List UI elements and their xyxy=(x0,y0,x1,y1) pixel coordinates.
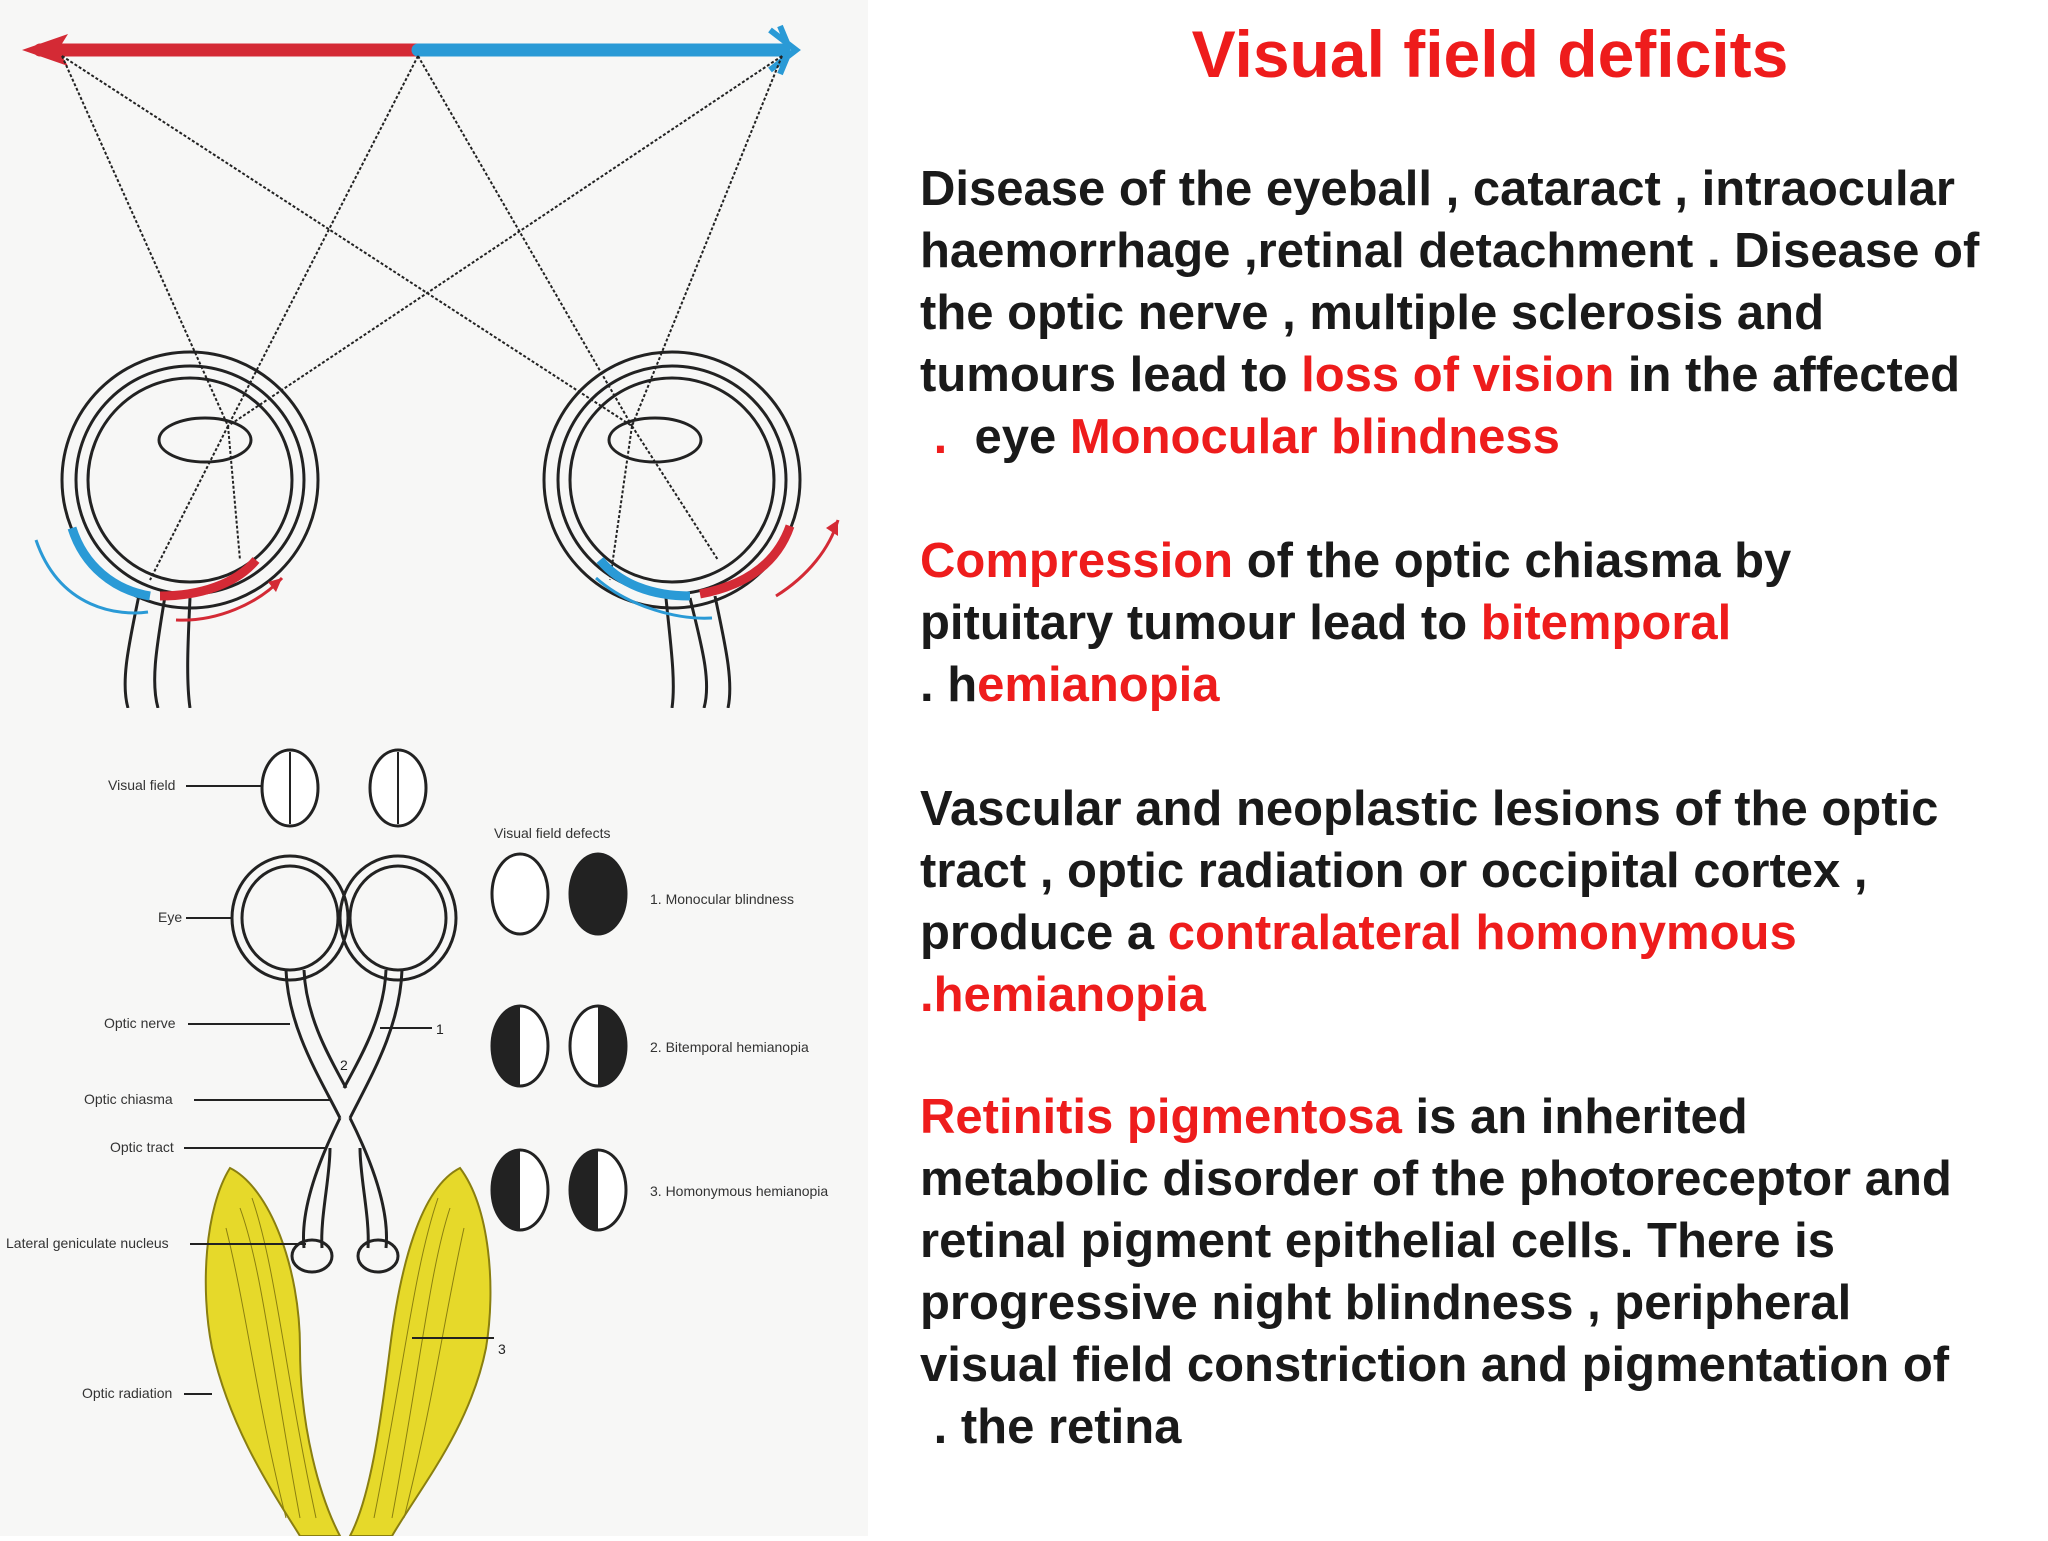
deficit-2-right-field xyxy=(598,1006,626,1086)
right-retina-temporal xyxy=(699,524,795,599)
deficit-2-label: 2. Bitemporal hemianopia xyxy=(650,1039,809,1055)
text-segment: in the affected xyxy=(1614,348,1961,402)
deficit-1-right-field xyxy=(568,852,628,936)
label-lgn: Lateral geniculate nucleus xyxy=(6,1235,169,1251)
text-segment: tract , optic radiation or occipital cor… xyxy=(920,844,1868,898)
deficit-3-label: 3. Homonymous hemianopia xyxy=(650,1183,828,1199)
text-line: the optic nerve , multiple sclerosis and xyxy=(920,282,2040,344)
projection-rays xyxy=(61,55,783,581)
lesion-marker-2: 2 xyxy=(340,1057,348,1073)
text-segment: retinal pigment epithelial cells. There … xyxy=(920,1214,1835,1268)
highlighted-term: . xyxy=(920,410,948,464)
text-line: Disease of the eyeball , cataract , intr… xyxy=(920,158,2040,220)
paragraph-monocular: Disease of the eyeball , cataract , intr… xyxy=(920,158,2040,468)
highlighted-term: emianopia xyxy=(977,658,1220,712)
left-eyeball xyxy=(60,350,320,709)
text-segment: of the optic chiasma by xyxy=(1233,534,1792,588)
pathway-eyes xyxy=(230,854,458,1274)
text-segment: the optic nerve , multiple sclerosis and xyxy=(920,286,1825,340)
visual-pathway-diagram: 1 2 3 Visual field Eye Optic nerve Optic… xyxy=(6,748,828,1537)
text-segment: eye xyxy=(947,410,1070,464)
text-line: progressive night blindness , peripheral xyxy=(920,1272,2040,1334)
text-line: . eye Monocular blindness xyxy=(920,406,2040,468)
highlighted-term: contralateral homonymous xyxy=(1167,906,1797,960)
lesion-marker-3: 3 xyxy=(498,1341,506,1357)
right-field-arc-blue xyxy=(595,576,713,620)
label-optic-tract: Optic tract xyxy=(110,1139,174,1155)
text-line: tumours lead to loss of vision in the af… xyxy=(920,344,2040,406)
label-eye: Eye xyxy=(158,909,182,925)
text-segment: . the retina xyxy=(920,1400,1182,1454)
visual-pathway-lesions-figure: 1 2 3 Visual field Eye Optic nerve Optic… xyxy=(0,708,868,1537)
label-optic-nerve: Optic nerve xyxy=(104,1015,176,1031)
highlighted-term: .hemianopia xyxy=(920,968,1206,1022)
text-line: Retinitis pigmentosa is an inherited xyxy=(920,1086,2040,1148)
left-optic-radiation xyxy=(204,1166,342,1537)
text-line: .hemianopia xyxy=(920,964,2040,1026)
text-line: haemorrhage ,retinal detachment . Diseas… xyxy=(920,220,2040,282)
text-segment: visual field constriction and pigmentati… xyxy=(920,1338,1950,1392)
text-segment: pituitary tumour lead to xyxy=(920,596,1481,650)
right-eyeball xyxy=(542,350,802,709)
left-arrowhead xyxy=(22,34,68,66)
left-retina-temporal xyxy=(159,556,260,601)
right-retina-nasal xyxy=(596,557,691,601)
text-segment: is an inherited xyxy=(1401,1090,1748,1144)
text-segment: produce a xyxy=(920,906,1168,960)
highlighted-term: loss of vision xyxy=(1301,348,1615,402)
left-field-arc-blue xyxy=(34,539,149,615)
text-segment: Disease of the eyeball , cataract , intr… xyxy=(920,162,1955,216)
text-segment: tumours lead to xyxy=(920,348,1302,402)
text-line: tract , optic radiation or occipital cor… xyxy=(920,840,2040,902)
text-segment: metabolic disorder of the photoreceptor … xyxy=(920,1152,1952,1206)
highlighted-term: Retinitis pigmentosa xyxy=(920,1090,1402,1144)
text-segment: . h xyxy=(920,658,978,712)
page-title: Visual field deficits xyxy=(1191,17,1789,91)
highlighted-term: Monocular blindness xyxy=(1069,410,1560,464)
lesion-marker-1: 1 xyxy=(436,1021,444,1037)
text-segment: haemorrhage ,retinal detachment . Diseas… xyxy=(920,224,1980,278)
text-line: retinal pigment epithelial cells. There … xyxy=(920,1210,2040,1272)
label-visual-field: Visual field xyxy=(108,777,175,793)
highlighted-term: Compression xyxy=(920,534,1234,588)
text-segment: Vascular and neoplastic lesions of the o… xyxy=(920,782,1939,836)
deficit-3-left-field xyxy=(492,1150,520,1230)
deficits-header: Visual field defects xyxy=(494,825,610,841)
deficit-3-right-field xyxy=(570,1150,598,1230)
label-optic-radiation: Optic radiation xyxy=(82,1385,172,1401)
visual-field-circles xyxy=(260,748,428,828)
left-retina-nasal xyxy=(67,526,151,601)
visual-field-projection-diagram xyxy=(22,24,840,709)
right-arrow-tail xyxy=(768,24,801,76)
deficit-1-label: 1. Monocular blindness xyxy=(650,891,794,907)
text-line: produce a contralateral homonymous xyxy=(920,902,2040,964)
text-line: . hemianopia xyxy=(920,654,2040,716)
paragraph-homonymous: Vascular and neoplastic lesions of the o… xyxy=(920,778,2040,1026)
text-line: . the retina xyxy=(920,1396,2040,1458)
text-line: metabolic disorder of the photoreceptor … xyxy=(920,1148,2040,1210)
text-line: pituitary tumour lead to bitemporal xyxy=(920,592,2040,654)
text-line: visual field constriction and pigmentati… xyxy=(920,1334,2040,1396)
label-optic-chiasma: Optic chiasma xyxy=(84,1091,173,1107)
text-line: Vascular and neoplastic lesions of the o… xyxy=(920,778,2040,840)
text-line: Compression of the optic chiasma by xyxy=(920,530,2040,592)
text-segment: progressive night blindness , peripheral xyxy=(920,1276,1852,1330)
highlighted-term: bitemporal xyxy=(1480,596,1732,650)
visual-pathway-projection-figure xyxy=(0,0,868,709)
deficit-1-left-field xyxy=(490,852,550,936)
deficit-2-left-field xyxy=(492,1006,520,1086)
